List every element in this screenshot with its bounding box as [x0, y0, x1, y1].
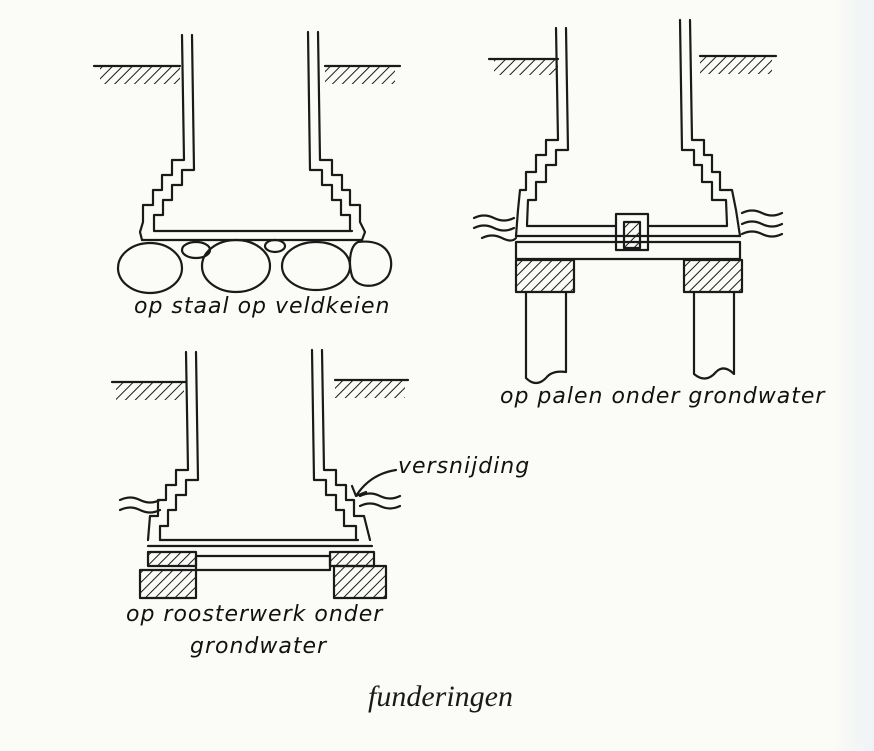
pile-cap-right — [682, 258, 744, 294]
boulder-2 — [200, 238, 272, 294]
label-roosterwerk-line2: grondwater — [190, 634, 328, 659]
pile-right — [692, 290, 736, 380]
ground-hatch-left — [92, 64, 182, 84]
center-block — [614, 212, 650, 252]
boulder-1 — [116, 241, 184, 295]
water-left — [472, 214, 518, 242]
water-right — [740, 209, 784, 238]
ground-hatch-right — [333, 378, 410, 398]
water-right — [358, 492, 402, 510]
foundation-on-piles — [472, 18, 784, 385]
ground-hatch-right — [698, 54, 778, 74]
ground-hatch-right — [323, 64, 402, 84]
wall-right-outer — [316, 30, 367, 242]
ground-hatch-left — [487, 57, 560, 75]
water-left — [118, 496, 162, 514]
ground-hatch-left — [110, 380, 188, 400]
wall-left-inner — [152, 33, 196, 232]
foundation-on-boulders — [92, 30, 402, 295]
versnijding-arrow — [350, 468, 398, 498]
figure-caption: funderingen — [368, 680, 513, 713]
label-op-palen: op palen onder grondwater — [500, 384, 826, 409]
grillage-block-left — [138, 568, 198, 600]
page-edge-shadow — [834, 0, 874, 751]
grillage-block-right — [332, 564, 388, 600]
wall-left-outer — [138, 33, 186, 242]
foundation-on-grillage — [110, 348, 410, 600]
pile-cap-left — [514, 258, 576, 294]
boulder-3 — [280, 240, 352, 292]
wall-right-inner — [306, 30, 352, 232]
boulder-4 — [348, 240, 393, 287]
label-roosterwerk-line1: op roosterwerk onder — [126, 602, 384, 627]
pile-left — [524, 290, 568, 385]
label-versnijding: versnijding — [398, 454, 531, 479]
label-op-staal: op staal op veldkeien — [134, 294, 391, 319]
